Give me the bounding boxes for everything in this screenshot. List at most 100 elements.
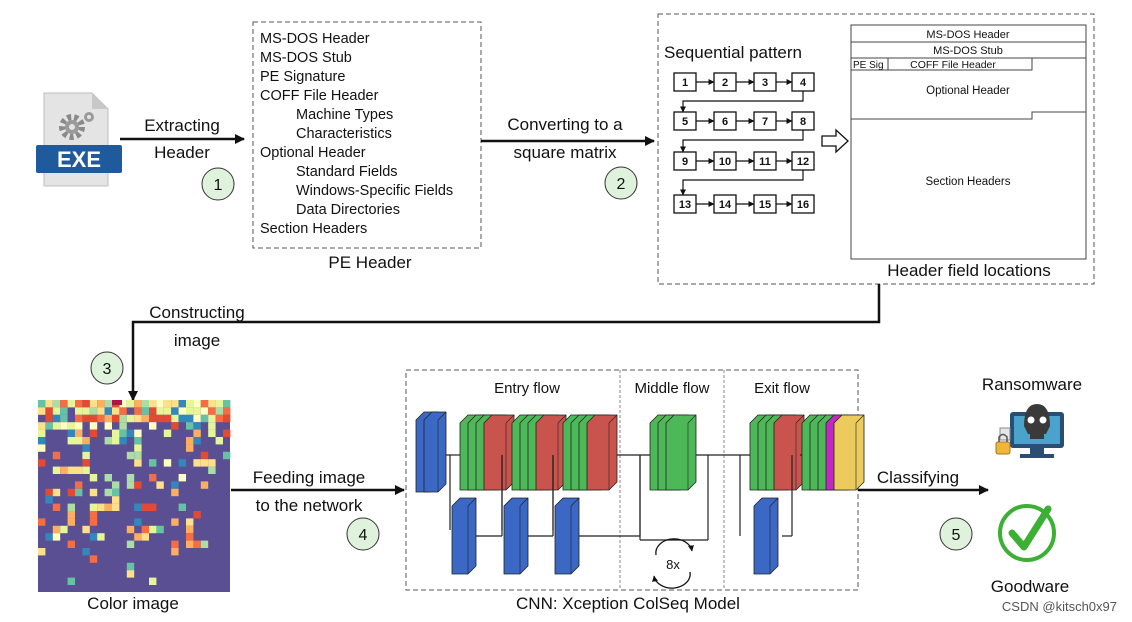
image-pixel	[112, 414, 120, 423]
image-pixel	[126, 474, 135, 482]
image-pixel	[67, 466, 75, 474]
image-pixel	[193, 459, 201, 467]
image-pixel	[45, 496, 53, 504]
construct-label-line2: image	[174, 331, 220, 350]
image-pixel	[171, 488, 179, 497]
field-locations-caption: Header field locations	[887, 261, 1050, 280]
image-pixel	[193, 400, 201, 408]
image-pixel	[134, 459, 142, 467]
image-pixel	[112, 407, 120, 415]
image-pixel	[67, 429, 75, 437]
image-pixel	[119, 414, 127, 423]
image-pixel	[75, 407, 83, 415]
image-pixel	[97, 533, 105, 541]
gear-icon	[59, 112, 94, 140]
image-pixel	[223, 414, 231, 423]
image-pixel	[67, 540, 75, 548]
image-pixel	[104, 414, 112, 423]
image-pixel	[45, 400, 53, 408]
image-pixel	[45, 407, 53, 415]
repeat-label: 8x	[666, 557, 680, 572]
image-pixel	[75, 414, 83, 423]
matrix-cell: 9	[673, 151, 697, 171]
image-pixel	[104, 503, 112, 511]
image-pixel	[52, 488, 61, 497]
image-pixel	[126, 414, 135, 423]
image-pixel	[82, 407, 90, 415]
image-pixel	[223, 429, 231, 437]
pe-subitem: Machine Types	[296, 107, 393, 123]
svg-text:16: 16	[797, 199, 809, 211]
image-pixel	[186, 414, 194, 423]
watermark: CSDN @kitsch0x97	[1002, 599, 1117, 614]
image-pixel	[67, 488, 75, 497]
image-pixel	[134, 414, 142, 423]
svg-text:8: 8	[800, 116, 806, 128]
step-badge-5: 5	[939, 517, 973, 551]
image-pixel	[97, 414, 105, 423]
image-pixel	[67, 503, 75, 511]
image-pixel	[171, 481, 179, 489]
pe-subitem: Data Directories	[296, 202, 400, 218]
image-pixel	[45, 422, 53, 430]
image-pixel	[60, 525, 68, 534]
image-pixel	[126, 525, 135, 534]
conv-layer	[665, 414, 697, 491]
image-pixel	[112, 400, 122, 405]
image-pixel	[89, 503, 98, 511]
image-pixel	[89, 400, 98, 408]
step-badge-1: 1	[201, 167, 235, 201]
image-pixel	[67, 511, 75, 519]
image-pixel	[38, 407, 46, 415]
svg-text:2: 2	[617, 176, 626, 193]
image-pixel	[134, 444, 142, 452]
image-pixel	[178, 474, 186, 482]
conv-layer	[773, 414, 805, 491]
image-pixel	[89, 414, 98, 423]
image-pixel	[126, 481, 135, 489]
color-image-caption: Color image	[87, 594, 179, 613]
svg-text:7: 7	[762, 116, 768, 128]
pe-item: Section Headers	[260, 221, 367, 237]
image-pixel	[171, 407, 179, 415]
image-pixel	[200, 414, 209, 423]
shortcut-conv-layer	[753, 497, 779, 575]
image-pixel	[60, 400, 68, 408]
image-pixel	[149, 503, 157, 511]
matrix-title: Sequential pattern	[664, 43, 802, 62]
goodware-label: Goodware	[991, 577, 1069, 596]
image-pixel	[67, 400, 75, 408]
image-pixel	[193, 422, 201, 430]
matrix-cell: 3	[753, 72, 777, 92]
loc-dos-stub: MS-DOS Stub	[933, 45, 1003, 57]
extract-label-line2: Header	[154, 143, 210, 162]
image-pixel	[215, 400, 223, 408]
image-pixel	[45, 533, 53, 541]
image-pixel	[60, 407, 68, 415]
image-pixel	[186, 444, 194, 452]
image-pixel	[156, 407, 164, 415]
image-pixel	[60, 466, 68, 474]
image-pixel	[126, 451, 135, 460]
image-pixel	[193, 407, 201, 415]
svg-text:5: 5	[682, 116, 688, 128]
image-pixel	[52, 451, 61, 460]
image-pixel	[134, 481, 142, 489]
image-pixel	[104, 488, 112, 497]
image-pixel	[104, 437, 112, 445]
matrix-cell: 7	[753, 111, 777, 131]
image-pixel	[149, 577, 157, 585]
image-pixel	[186, 407, 194, 415]
svg-text:14: 14	[719, 199, 732, 211]
image-pixel	[186, 525, 194, 534]
image-pixel	[200, 540, 209, 548]
image-pixel	[75, 429, 83, 437]
image-pixel	[67, 577, 75, 585]
image-pixel	[156, 481, 164, 489]
image-pixel	[141, 525, 149, 534]
hollow-arrow-icon	[821, 128, 849, 154]
image-pixel	[97, 503, 105, 511]
pe-header-list: MS-DOS Header MS-DOS Stub PE Signature C…	[260, 31, 453, 237]
image-pixel	[193, 437, 201, 445]
image-pixel	[208, 422, 216, 430]
